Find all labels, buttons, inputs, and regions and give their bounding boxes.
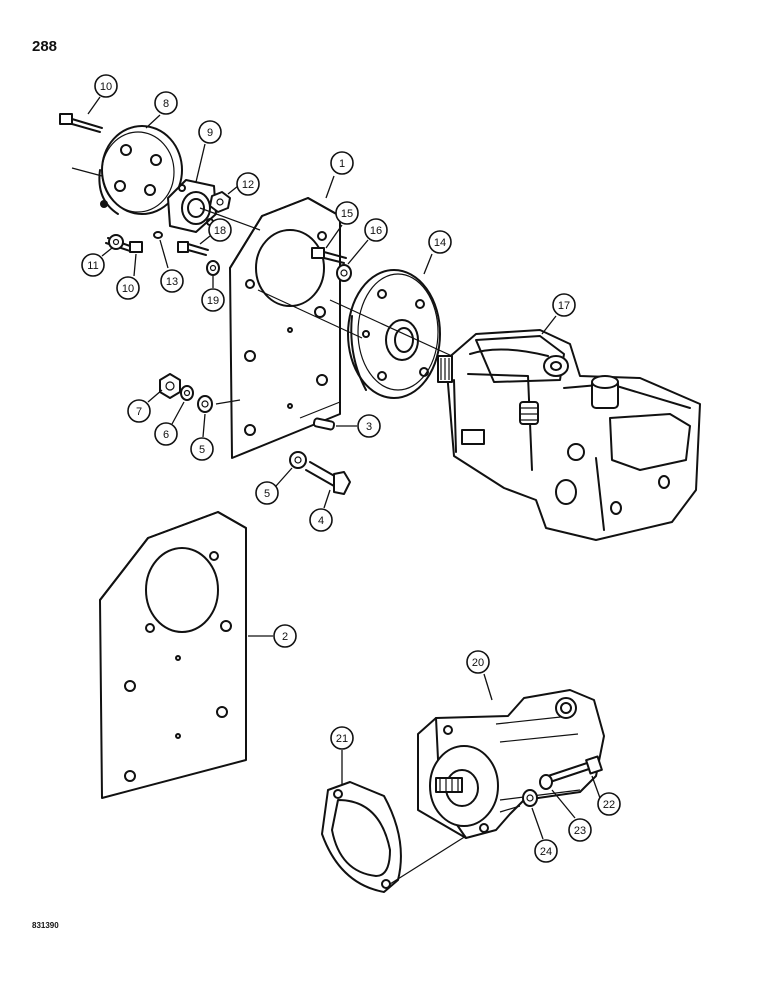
part-21-gasket [321, 781, 402, 893]
callout-21: 21 [330, 726, 354, 784]
callout-3: 3 [336, 414, 381, 438]
svg-text:13: 13 [166, 276, 178, 288]
callout-5-lower: 5 [255, 467, 293, 505]
part-15-bolt [311, 247, 347, 264]
part-3-dowel-pin [312, 417, 336, 431]
part-5-washer-upper [197, 395, 213, 413]
svg-text:1: 1 [339, 158, 345, 170]
callout-16: 16 [347, 218, 388, 265]
svg-text:22: 22 [603, 799, 615, 811]
svg-text:21: 21 [336, 733, 348, 745]
alignment-lines [71, 167, 521, 885]
page-number: 288 [32, 38, 58, 55]
svg-text:19: 19 [207, 295, 219, 307]
part-7-nut [159, 373, 181, 399]
callout-8: 8 [145, 91, 178, 129]
callout-9: 9 [195, 120, 222, 183]
svg-text:3: 3 [366, 421, 372, 433]
svg-text:14: 14 [434, 237, 446, 249]
svg-text:5: 5 [199, 444, 205, 456]
part-16-washer [336, 264, 352, 282]
callout-10-lower: 10 [116, 253, 140, 300]
part-17-pump-assembly [437, 329, 701, 541]
svg-text:20: 20 [472, 657, 484, 669]
part-11-washer [108, 234, 124, 250]
svg-text:5: 5 [264, 488, 270, 500]
callout-1: 1 [325, 151, 354, 199]
svg-text:16: 16 [370, 225, 382, 237]
callout-10-upper: 10 [87, 74, 118, 115]
callout-11: 11 [81, 247, 113, 277]
callout-5-upper: 5 [190, 413, 214, 461]
part-23-lock-washer [539, 774, 553, 790]
part-19-washer [206, 260, 220, 276]
svg-text:7: 7 [136, 406, 142, 418]
callout-2: 2 [248, 624, 297, 648]
svg-text:24: 24 [540, 846, 552, 858]
callout-17: 17 [541, 293, 576, 335]
callout-6: 6 [154, 401, 185, 446]
svg-text:10: 10 [122, 283, 134, 295]
callout-13: 13 [159, 239, 184, 293]
part-20-gear-pump [417, 689, 605, 839]
part-2-backing-plate [99, 511, 247, 799]
callout-24: 24 [531, 807, 558, 863]
callout-14: 14 [423, 230, 452, 275]
svg-text:10: 10 [100, 81, 112, 93]
svg-text:17: 17 [558, 300, 570, 312]
callout-23: 23 [551, 789, 592, 842]
part-22-bolt [547, 755, 603, 783]
part-6-lock-washer [180, 385, 194, 401]
callout-7: 7 [127, 389, 163, 423]
callout-22: 22 [591, 775, 621, 816]
svg-text:4: 4 [318, 515, 324, 527]
svg-text:2: 2 [282, 631, 288, 643]
callout-18: 18 [199, 218, 232, 245]
svg-text:23: 23 [574, 825, 586, 837]
part-4-bolt [305, 461, 351, 495]
callout-19: 19 [201, 276, 225, 312]
svg-text:11: 11 [87, 260, 98, 272]
part-12-nut [209, 191, 231, 213]
part-1-mounting-plate [229, 197, 341, 459]
part-10-bolt-upper [59, 113, 103, 133]
part-14-adapter-flange [347, 269, 441, 399]
part-13-key [153, 231, 163, 239]
part-18-setscrew [177, 241, 209, 256]
svg-text:18: 18 [214, 225, 226, 237]
svg-text:12: 12 [242, 179, 254, 191]
part-9-hub [167, 179, 217, 233]
part-24-washer [522, 789, 538, 807]
callout-12: 12 [227, 172, 260, 196]
callout-4: 4 [309, 489, 333, 532]
drawing-id: 831390 [32, 921, 59, 930]
svg-text:6: 6 [163, 429, 169, 441]
svg-text:15: 15 [341, 208, 353, 220]
part-5-washer-lower [289, 451, 307, 469]
svg-text:8: 8 [163, 98, 169, 110]
callout-15: 15 [325, 201, 359, 249]
callout-20: 20 [466, 650, 493, 701]
svg-text:9: 9 [207, 127, 213, 139]
